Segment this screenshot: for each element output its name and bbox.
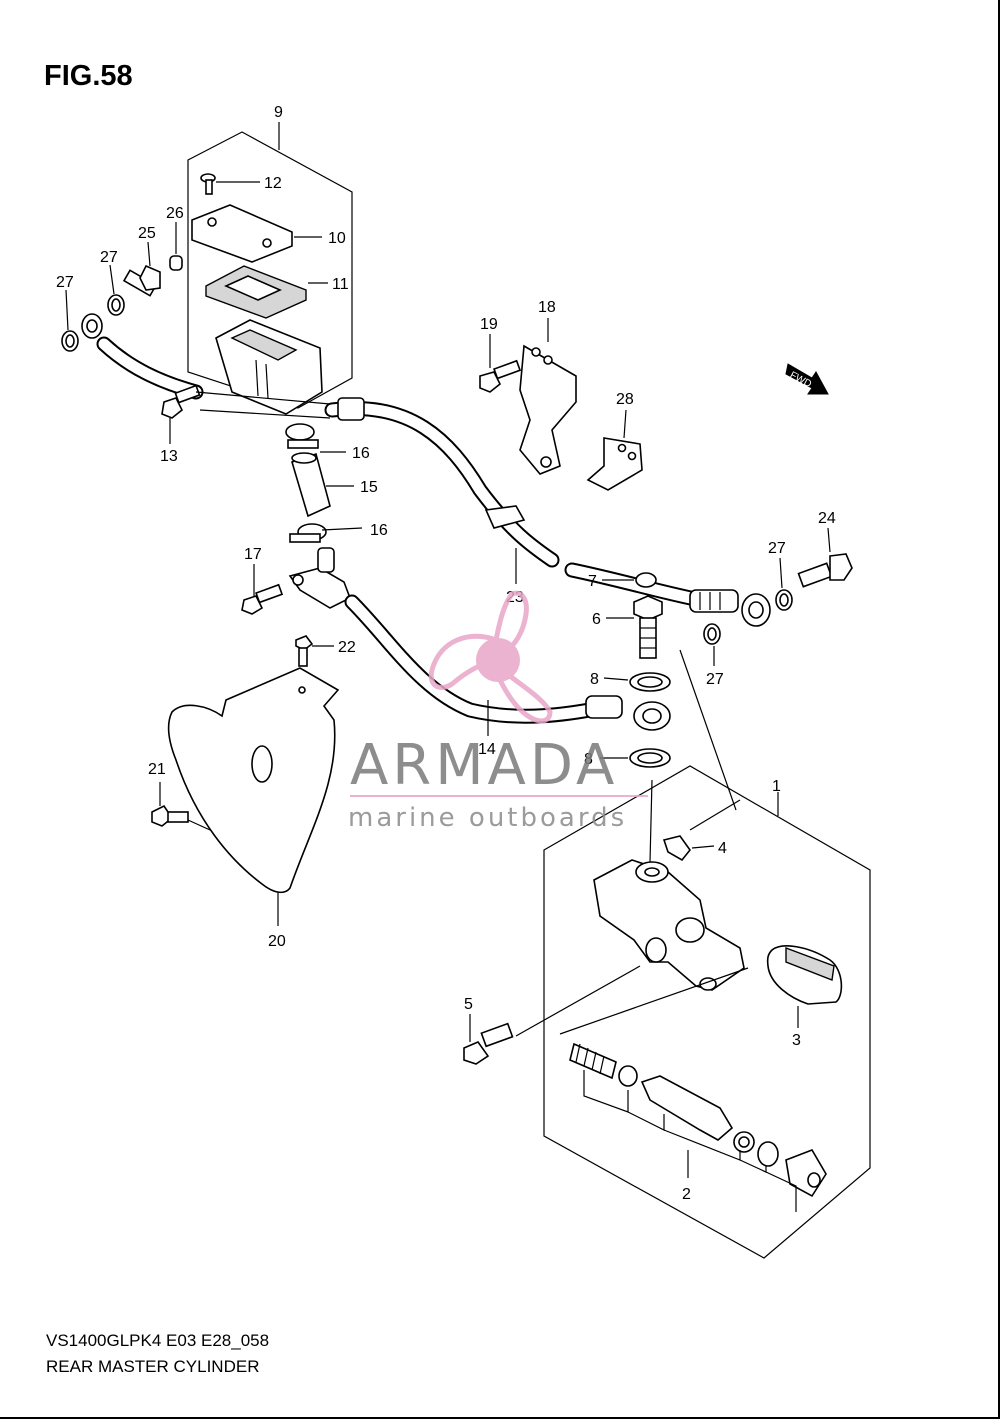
callout-13: 13: [160, 448, 178, 465]
bolt-5[interactable]: [463, 1022, 514, 1065]
callout-18: 18: [538, 299, 556, 316]
propeller-logo-icon: [428, 590, 553, 724]
callout-27-c: 27: [706, 671, 724, 688]
callout-10: 10: [328, 230, 346, 247]
bolt-19[interactable]: [479, 359, 522, 393]
hose-joint[interactable]: [288, 567, 352, 609]
callout-27-d: 27: [768, 540, 786, 557]
bolt-17[interactable]: [241, 583, 284, 615]
callout-7: 7: [588, 573, 597, 590]
callout-15: 15: [360, 479, 378, 496]
callout-12: 12: [264, 175, 282, 192]
callout-3: 3: [792, 1032, 801, 1049]
callout-27-a: 27: [100, 249, 118, 266]
hose-clamp[interactable]: [484, 505, 526, 529]
callout-19: 19: [480, 316, 498, 333]
bracket-18[interactable]: [519, 344, 577, 475]
group-box-9: [187, 131, 353, 409]
callout-17: 17: [244, 546, 262, 563]
callout-14: 14: [478, 741, 496, 758]
callout-16-b: 16: [370, 522, 388, 539]
cap-26[interactable]: [169, 255, 183, 271]
callout-1: 1: [772, 778, 781, 795]
fwd-label: FWD: [788, 370, 813, 390]
callout-25: 25: [138, 225, 156, 242]
callout-28: 28: [616, 391, 634, 408]
boot-3[interactable]: [766, 945, 843, 1005]
watermark-brand: ARMADA: [350, 733, 618, 798]
group-box-1: [543, 765, 871, 1259]
callout-26: 26: [166, 205, 184, 222]
union-bolt-24[interactable]: [797, 553, 853, 588]
watermark-tagline: marine outboards: [348, 803, 627, 833]
callout-8-a: 8: [590, 671, 599, 688]
model-code: VS1400GLPK4 E03 E28_058: [46, 1331, 270, 1350]
clamp-16-a[interactable]: [285, 423, 315, 441]
clip-4[interactable]: [662, 835, 692, 862]
armada-watermark: ARMADA marine outboards: [348, 590, 648, 833]
callout-9: 9: [274, 104, 283, 121]
callout-20: 20: [268, 933, 286, 950]
callout-4: 4: [718, 840, 727, 857]
hose-15[interactable]: [291, 452, 331, 518]
banjo-bolt-6[interactable]: [633, 595, 663, 659]
figure-title: FIG.58: [44, 60, 133, 92]
master-cylinder-body[interactable]: [593, 859, 745, 991]
callout-21: 21: [148, 761, 166, 778]
bolt-13[interactable]: [161, 384, 201, 419]
fwd-arrow-icon: FWD: [785, 363, 829, 395]
bolt-21[interactable]: [151, 804, 189, 827]
callout-27-b: 27: [56, 274, 74, 291]
callout-22: 22: [338, 639, 356, 656]
bracket-28[interactable]: [586, 437, 643, 491]
callout-2: 2: [682, 1186, 691, 1203]
callout-8-b: 8: [584, 751, 593, 768]
hose-fitting-right: [689, 589, 739, 613]
hose-23-end: [337, 397, 365, 421]
union-bolt-25[interactable]: [122, 264, 161, 297]
bolt-22[interactable]: [295, 635, 314, 667]
reservoir-body[interactable]: [215, 319, 323, 415]
hose-14-fitting: [585, 695, 623, 719]
piston-kit-2[interactable]: [569, 1042, 827, 1198]
callout-16-a: 16: [352, 445, 370, 462]
reservoir-cap[interactable]: [191, 204, 293, 263]
callout-24: 24: [818, 510, 836, 527]
callout-5: 5: [464, 996, 473, 1013]
callout-11: 11: [332, 276, 349, 293]
cap-7[interactable]: [635, 572, 657, 588]
side-cover-20[interactable]: [167, 667, 340, 894]
diagram-caption: REAR MASTER CYLINDER: [46, 1357, 260, 1376]
callout-6: 6: [592, 611, 601, 628]
